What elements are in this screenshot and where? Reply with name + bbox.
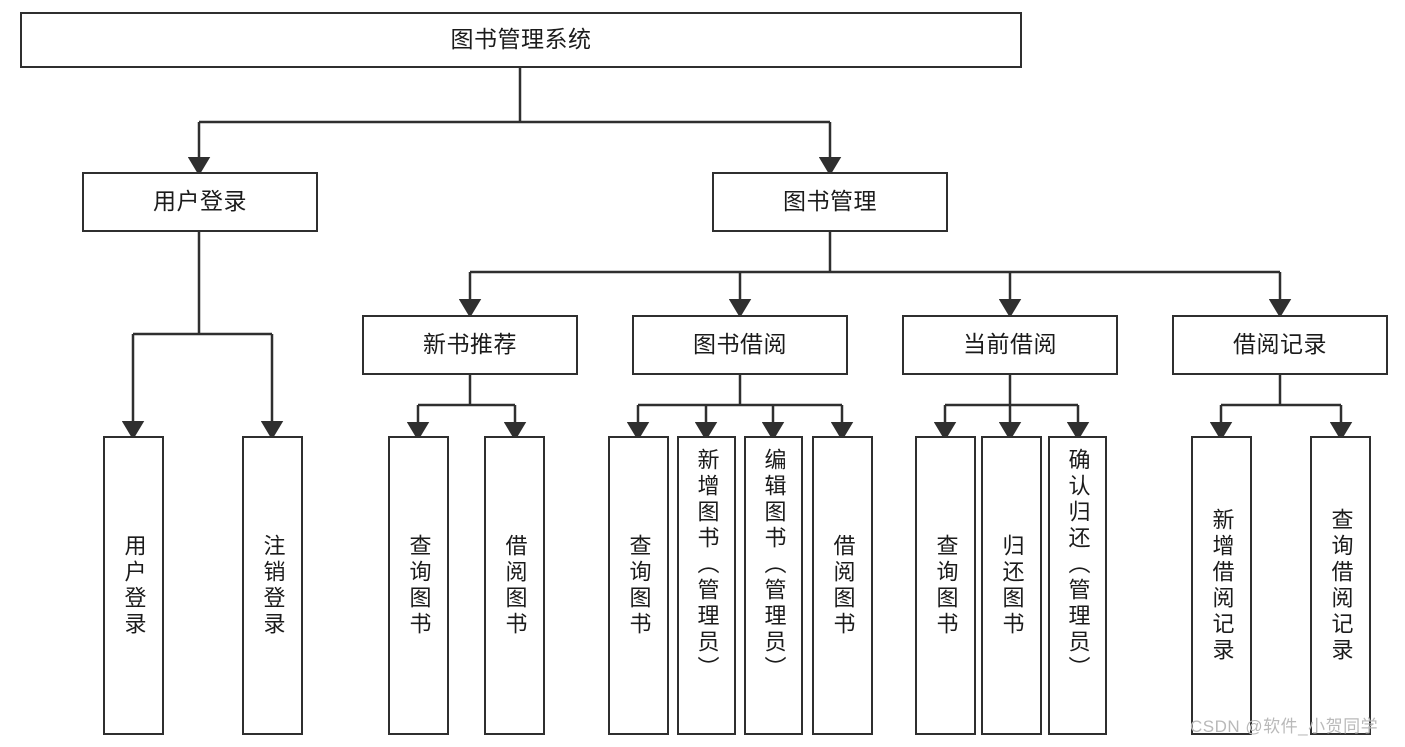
node-leaf-query-book-3-label: 查询图书 (933, 533, 959, 638)
node-leaf-query-book-2[interactable]: 查询图书 (608, 436, 669, 735)
node-leaf-edit-book-admin-label: 编辑图书（管理员） (761, 448, 787, 682)
node-leaf-return-book-label: 归还图书 (999, 533, 1025, 638)
node-book-borrow[interactable]: 图书借阅 (632, 315, 848, 375)
node-leaf-add-book-admin-label: 新增图书（管理员） (694, 448, 720, 682)
node-leaf-logout-login[interactable]: 注销登录 (242, 436, 303, 735)
node-current-borrow[interactable]: 当前借阅 (902, 315, 1118, 375)
node-book-manage-label: 图书管理 (783, 188, 877, 215)
node-leaf-query-borrow-record-label: 查询借阅记录 (1328, 507, 1354, 664)
node-root-system-label: 图书管理系统 (450, 26, 592, 53)
node-leaf-borrow-book-2[interactable]: 借阅图书 (812, 436, 873, 735)
node-new-book-recommend[interactable]: 新书推荐 (362, 315, 578, 375)
node-user-login-label: 用户登录 (153, 188, 247, 215)
node-user-login[interactable]: 用户登录 (82, 172, 318, 232)
node-leaf-add-borrow-record[interactable]: 新增借阅记录 (1191, 436, 1252, 735)
node-leaf-confirm-return-admin-label: 确认归还（管理员） (1065, 448, 1091, 682)
node-leaf-confirm-return-admin[interactable]: 确认归还（管理员） (1048, 436, 1107, 735)
node-leaf-user-login[interactable]: 用户登录 (103, 436, 164, 735)
node-book-manage[interactable]: 图书管理 (712, 172, 948, 232)
node-new-book-recommend-label: 新书推荐 (423, 331, 517, 358)
node-leaf-query-book-1-label: 查询图书 (406, 533, 432, 638)
node-borrow-record[interactable]: 借阅记录 (1172, 315, 1388, 375)
node-leaf-add-borrow-record-label: 新增借阅记录 (1209, 507, 1235, 664)
node-borrow-record-label: 借阅记录 (1233, 331, 1327, 358)
node-leaf-query-book-2-label: 查询图书 (626, 533, 652, 638)
node-book-borrow-label: 图书借阅 (693, 331, 787, 358)
csdn-watermark: CSDN @软件_小贺同学 (1190, 717, 1379, 736)
node-leaf-add-book-admin[interactable]: 新增图书（管理员） (677, 436, 736, 735)
node-leaf-borrow-book-2-label: 借阅图书 (830, 533, 856, 638)
node-leaf-query-book-1[interactable]: 查询图书 (388, 436, 449, 735)
node-leaf-query-book-3[interactable]: 查询图书 (915, 436, 976, 735)
node-leaf-logout-login-label: 注销登录 (260, 533, 286, 638)
node-leaf-user-login-label: 用户登录 (121, 533, 147, 638)
node-leaf-edit-book-admin[interactable]: 编辑图书（管理员） (744, 436, 803, 735)
node-leaf-return-book[interactable]: 归还图书 (981, 436, 1042, 735)
node-leaf-borrow-book-1[interactable]: 借阅图书 (484, 436, 545, 735)
node-leaf-borrow-book-1-label: 借阅图书 (502, 533, 528, 638)
node-current-borrow-label: 当前借阅 (963, 331, 1057, 358)
node-leaf-query-borrow-record[interactable]: 查询借阅记录 (1310, 436, 1371, 735)
node-root-system[interactable]: 图书管理系统 (20, 12, 1022, 68)
